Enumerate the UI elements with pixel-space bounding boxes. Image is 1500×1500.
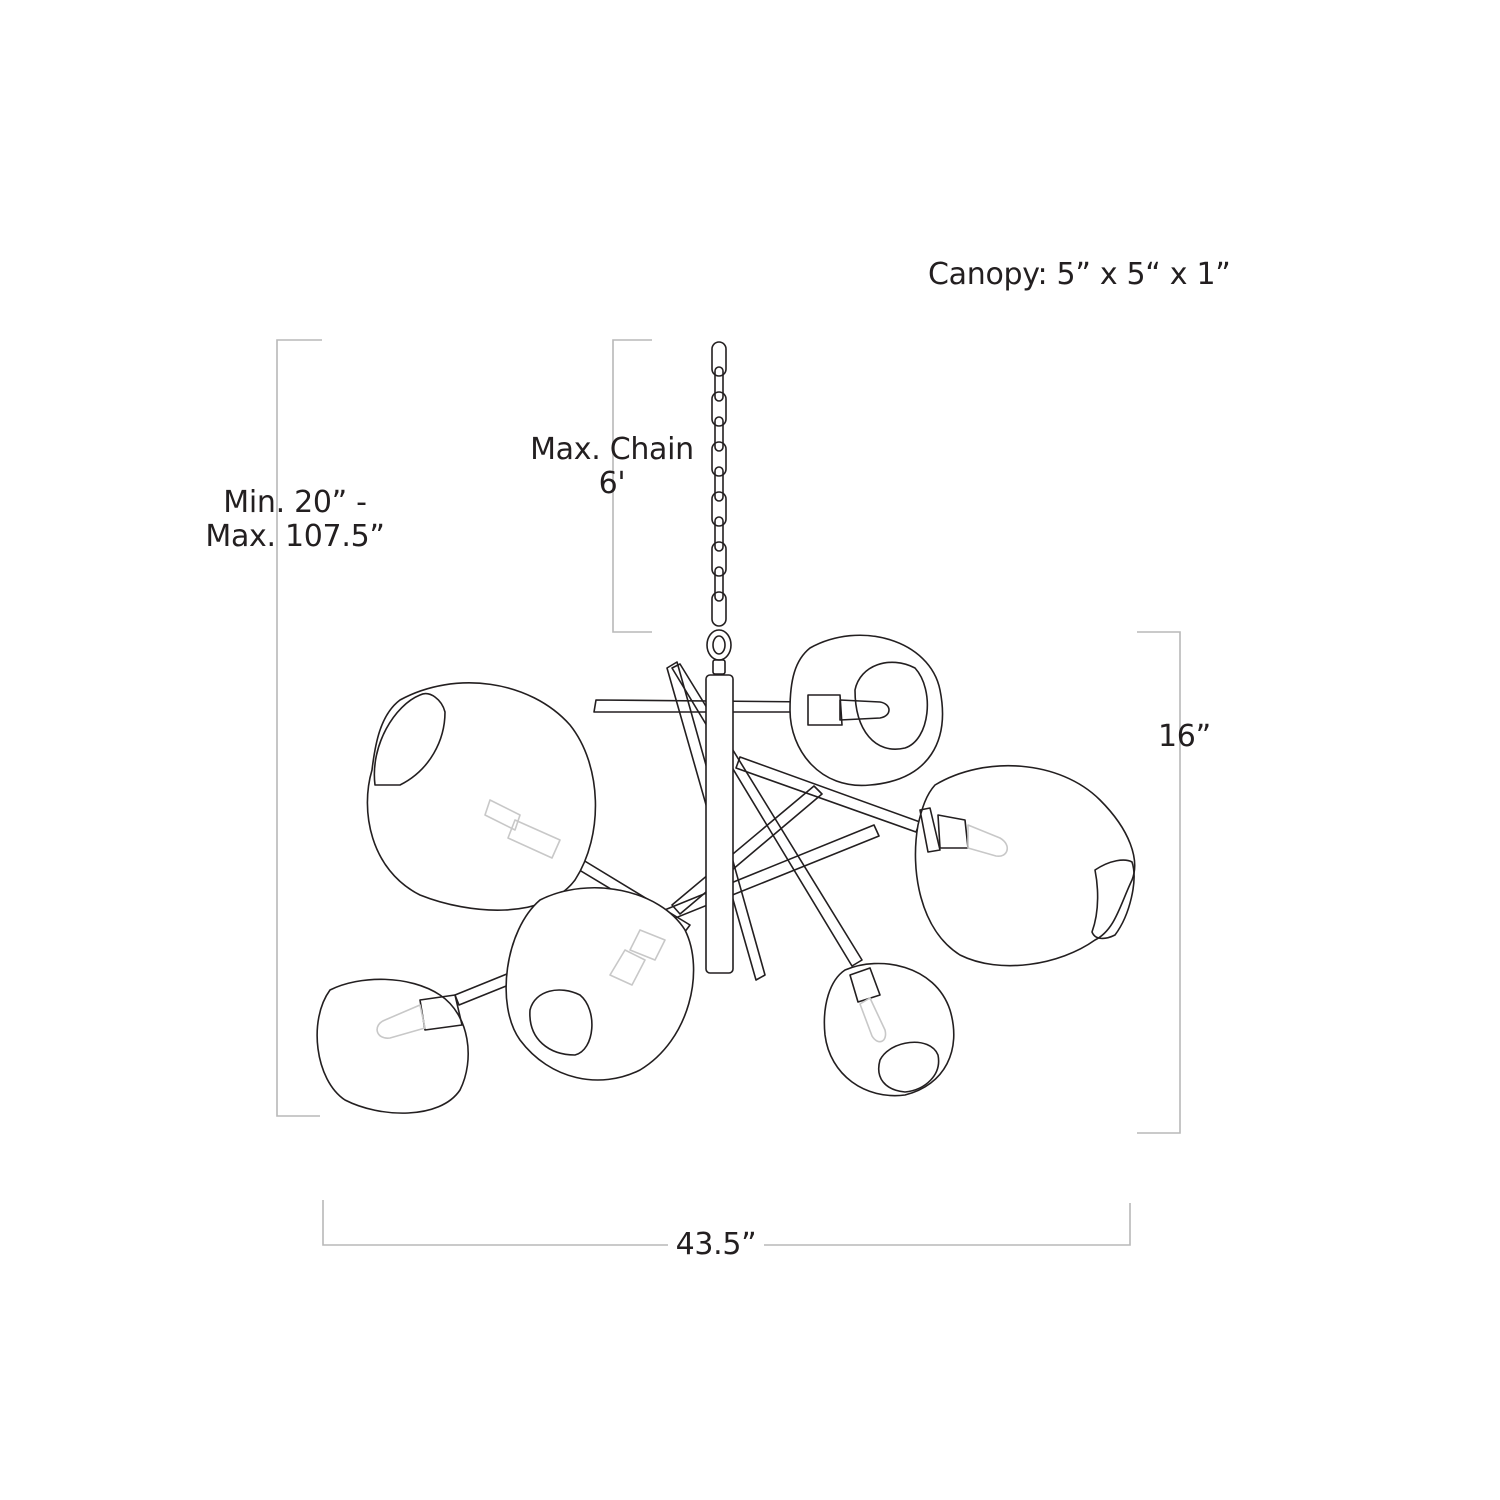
dimension-lines — [276, 339, 1181, 1246]
globe-center — [505, 887, 695, 1081]
chain-label-line1: Max. Chain — [530, 432, 694, 467]
chain — [706, 341, 732, 675]
overall-height-line2: Max. 107.5” — [205, 519, 385, 554]
width-bracket-left — [322, 1200, 668, 1246]
chain-length-bracket — [612, 339, 652, 633]
chandelier-fixture — [316, 341, 1136, 1114]
chain-label-line2: 6' — [598, 466, 626, 501]
body-height-label: 16” — [1158, 719, 1211, 754]
body-height-bracket — [1137, 631, 1181, 1134]
globe-top-right — [789, 634, 944, 787]
globe-lower-right — [823, 962, 955, 1097]
canopy-dimension-label: Canopy: 5” x 5“ x 1” — [928, 257, 1231, 292]
globe-lower-left — [316, 978, 469, 1114]
width-label: 43.5” — [675, 1227, 757, 1262]
overall-height-line1: Min. 20” - — [223, 485, 367, 520]
overall-height-bracket — [276, 339, 322, 1117]
chain-dimension-label: Max. Chain 6' — [530, 433, 694, 501]
width-bracket-right — [764, 1203, 1131, 1246]
globe-right — [914, 764, 1136, 967]
globe-upper-left — [366, 682, 597, 911]
overall-height-label: Min. 20” - Max. 107.5” — [200, 486, 390, 554]
arms — [454, 661, 921, 1006]
